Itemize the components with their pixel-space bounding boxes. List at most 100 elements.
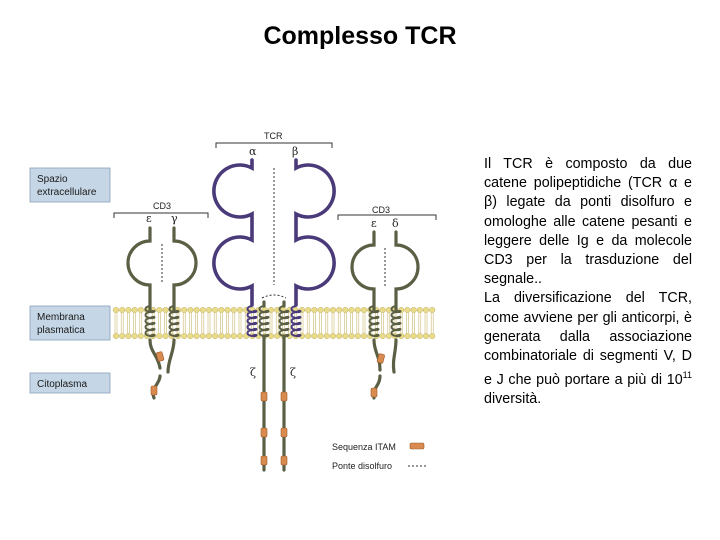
gamma-label: γ — [171, 212, 178, 225]
lipid-head — [112, 333, 119, 340]
transmembrane-helix — [290, 305, 302, 338]
lipid-head — [423, 333, 430, 340]
lipid-head — [429, 307, 436, 314]
lipid-head — [218, 333, 225, 340]
lipid-head — [317, 333, 324, 340]
legend-itam-label: Sequenza ITAM — [332, 442, 396, 452]
itam-segments — [150, 351, 385, 466]
lipid-head — [416, 333, 423, 340]
region-label-membrane: Membrana plasmatica — [29, 305, 111, 341]
description-paragraph-2: La diversificazione del TCR, come avvien… — [484, 289, 692, 409]
lipid-tail — [331, 313, 335, 333]
lipid-head — [199, 307, 206, 314]
membrane-label-line2: plasmatica — [37, 325, 85, 336]
legend: Sequenza ITAM Ponte disolfuro — [332, 442, 426, 471]
zeta-label-1: ζ — [250, 366, 256, 379]
lipid-head — [205, 333, 212, 340]
lipid-head — [348, 307, 355, 314]
lipid-head — [187, 307, 194, 314]
transmembrane-helix — [258, 305, 270, 338]
cd3-right-bracket — [337, 214, 437, 220]
lipid-head — [125, 307, 132, 314]
lipid-tail — [226, 313, 229, 333]
beta-label: β — [292, 145, 298, 158]
lipid-tail — [275, 313, 279, 333]
lipid-head — [212, 333, 219, 340]
lipid-tail — [139, 313, 143, 333]
lipid-head — [311, 333, 318, 340]
lipid-head — [162, 333, 169, 340]
lipid-tail — [158, 313, 161, 333]
lipid-tail — [344, 313, 347, 333]
lipid-head — [305, 333, 312, 340]
lipid-tail — [127, 313, 130, 333]
lipid-head — [125, 333, 132, 340]
lipid-head — [342, 307, 349, 314]
lipid-tail — [362, 313, 366, 333]
lipid-heads-bottom — [112, 333, 436, 340]
lipid-head — [379, 333, 386, 340]
lipid-head — [336, 333, 343, 340]
description-text: Il TCR è composto da due catene polipept… — [484, 155, 692, 409]
lipid-head — [131, 307, 138, 314]
lipid-head — [137, 307, 144, 314]
lipid-tail — [114, 313, 118, 333]
transmembrane-helix — [168, 305, 180, 338]
cd3-left-bracket — [113, 212, 209, 218]
lipid-tail — [238, 313, 242, 333]
legend-itam-swatch — [409, 442, 425, 450]
cd3-right-label: CD3 — [372, 205, 390, 215]
lipid-head — [181, 307, 188, 314]
tcr-bracket — [215, 142, 333, 148]
lipid-heads-top — [112, 307, 436, 314]
lipid-head — [323, 307, 330, 314]
region-label-cytoplasm: Citoplasma — [29, 372, 111, 394]
lipid-head — [230, 333, 237, 340]
epsilon-right-label: ε — [371, 217, 377, 230]
lipid-head — [131, 333, 138, 340]
description-p2-part1: La diversificazione del TCR, come avvien… — [484, 290, 692, 388]
lipid-head — [137, 333, 144, 340]
lipid-tail — [430, 313, 434, 333]
zeta-label-2: ζ — [290, 366, 296, 379]
lipid-head — [224, 307, 231, 314]
lipid-tail — [381, 313, 384, 333]
lipid-head — [404, 307, 411, 314]
membrane-label-line1: Membrana — [37, 312, 85, 323]
transmembrane-helix — [246, 305, 258, 338]
lipid-tail — [325, 313, 329, 333]
lipid-head — [193, 307, 200, 314]
lipid-head — [193, 333, 200, 340]
lipid-head — [199, 333, 206, 340]
lipid-tail — [313, 313, 316, 333]
legend-disulfide-label: Ponte disolfuro — [332, 461, 392, 471]
lipid-head — [218, 307, 225, 314]
lipid-head — [236, 333, 243, 340]
lipid-tail — [418, 313, 422, 333]
lipid-head — [119, 333, 126, 340]
lipid-head — [156, 307, 163, 314]
lipid-head — [336, 307, 343, 314]
lipid-head — [379, 307, 386, 314]
lipid-head — [404, 333, 411, 340]
lipid-head — [330, 307, 337, 314]
lipid-head — [162, 307, 169, 314]
lipid-head — [361, 333, 368, 340]
page-title: Complesso TCR — [263, 22, 457, 50]
lipid-head — [112, 307, 119, 314]
lipid-tail — [406, 313, 409, 333]
lipid-head — [205, 307, 212, 314]
lipid-head — [156, 333, 163, 340]
lipid-tail — [207, 313, 211, 333]
lipid-tail — [424, 313, 428, 333]
lipid-head — [348, 333, 355, 340]
transmembrane-helix — [144, 305, 156, 338]
lipid-tail — [306, 313, 310, 333]
lipid-tail — [164, 313, 167, 333]
lipid-tail — [195, 313, 198, 333]
description-paragraph-1: Il TCR è composto da due catene polipept… — [484, 156, 692, 288]
lipid-tail — [319, 313, 322, 333]
lipid-head — [224, 333, 231, 340]
lipid-head — [323, 333, 330, 340]
